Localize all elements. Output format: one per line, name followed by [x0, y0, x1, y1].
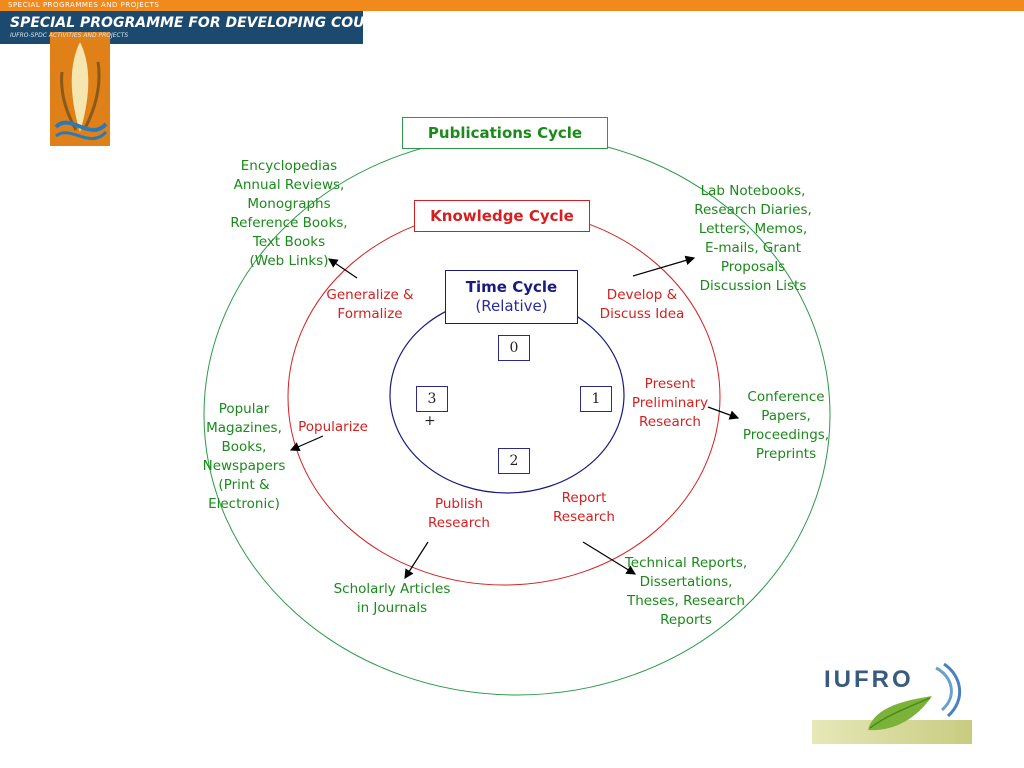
arrow-to-encyclopedias: [328, 258, 358, 279]
step-develop-discuss: Develop & Discuss Idea: [599, 287, 685, 322]
step-generalize-formalize: Generalize & Formalize: [326, 287, 414, 322]
publications-cycle-title: Publications Cycle: [402, 117, 608, 149]
time-cycle-subtitle: (Relative): [475, 297, 548, 315]
arrow-to-technical: [582, 541, 637, 575]
step-popularize: Popularize: [298, 419, 368, 435]
iufro-logo-graphic: [868, 662, 962, 731]
time-point-3: 3: [416, 386, 448, 412]
banner-top-text: SPECIAL PROGRAMMES AND PROJECTS: [8, 1, 160, 9]
pub-lab-notebooks: Lab Notebooks, Research Diaries, Letters…: [694, 183, 812, 294]
arrow-to-conference: [707, 406, 740, 420]
header-banner: SPECIAL PROGRAMMES AND PROJECTS SPECIAL …: [0, 0, 1024, 44]
spdc-logo: [50, 32, 110, 146]
time-point-plus: +: [424, 413, 436, 429]
banner-subtitle: IUFRO-SPDC ACTIVITIES AND PROJECTS: [10, 32, 129, 39]
iufro-logo-text: IUFRO: [824, 666, 914, 693]
time-point-0: 0: [498, 335, 530, 361]
knowledge-cycle-title: Knowledge Cycle: [414, 200, 590, 232]
time-point-1: 1: [580, 386, 612, 412]
step-report-research: Report Research: [553, 490, 615, 525]
time-cycle-title-box: Time Cycle (Relative): [445, 270, 578, 324]
pub-encyclopedias: Encyclopedias Annual Reviews, Monographs…: [230, 158, 348, 269]
time-point-2: 2: [498, 448, 530, 474]
time-cycle-title: Time Cycle: [465, 278, 558, 296]
pub-scholarly-articles: Scholarly Articles in Journals: [333, 581, 451, 616]
banner-title: SPECIAL PROGRAMME FOR DEVELOPING COUNTI: [10, 15, 391, 31]
arrow-to-lab: [632, 255, 696, 277]
pub-technical-reports: Technical Reports, Dissertations, Theses…: [624, 555, 748, 628]
arrow-to-scholarly: [404, 541, 429, 580]
arrow-to-popular: [289, 435, 324, 452]
pub-conference-papers: Conference Papers, Proceedings, Preprint…: [742, 389, 830, 462]
iufro-logo: IUFRO: [812, 660, 974, 746]
pub-popular-magazines: Popular Magazines, Books, Newspapers (Pr…: [202, 401, 286, 512]
step-publish-research: Publish Research: [428, 496, 490, 531]
step-present-preliminary: Present Preliminary Research: [631, 376, 709, 430]
